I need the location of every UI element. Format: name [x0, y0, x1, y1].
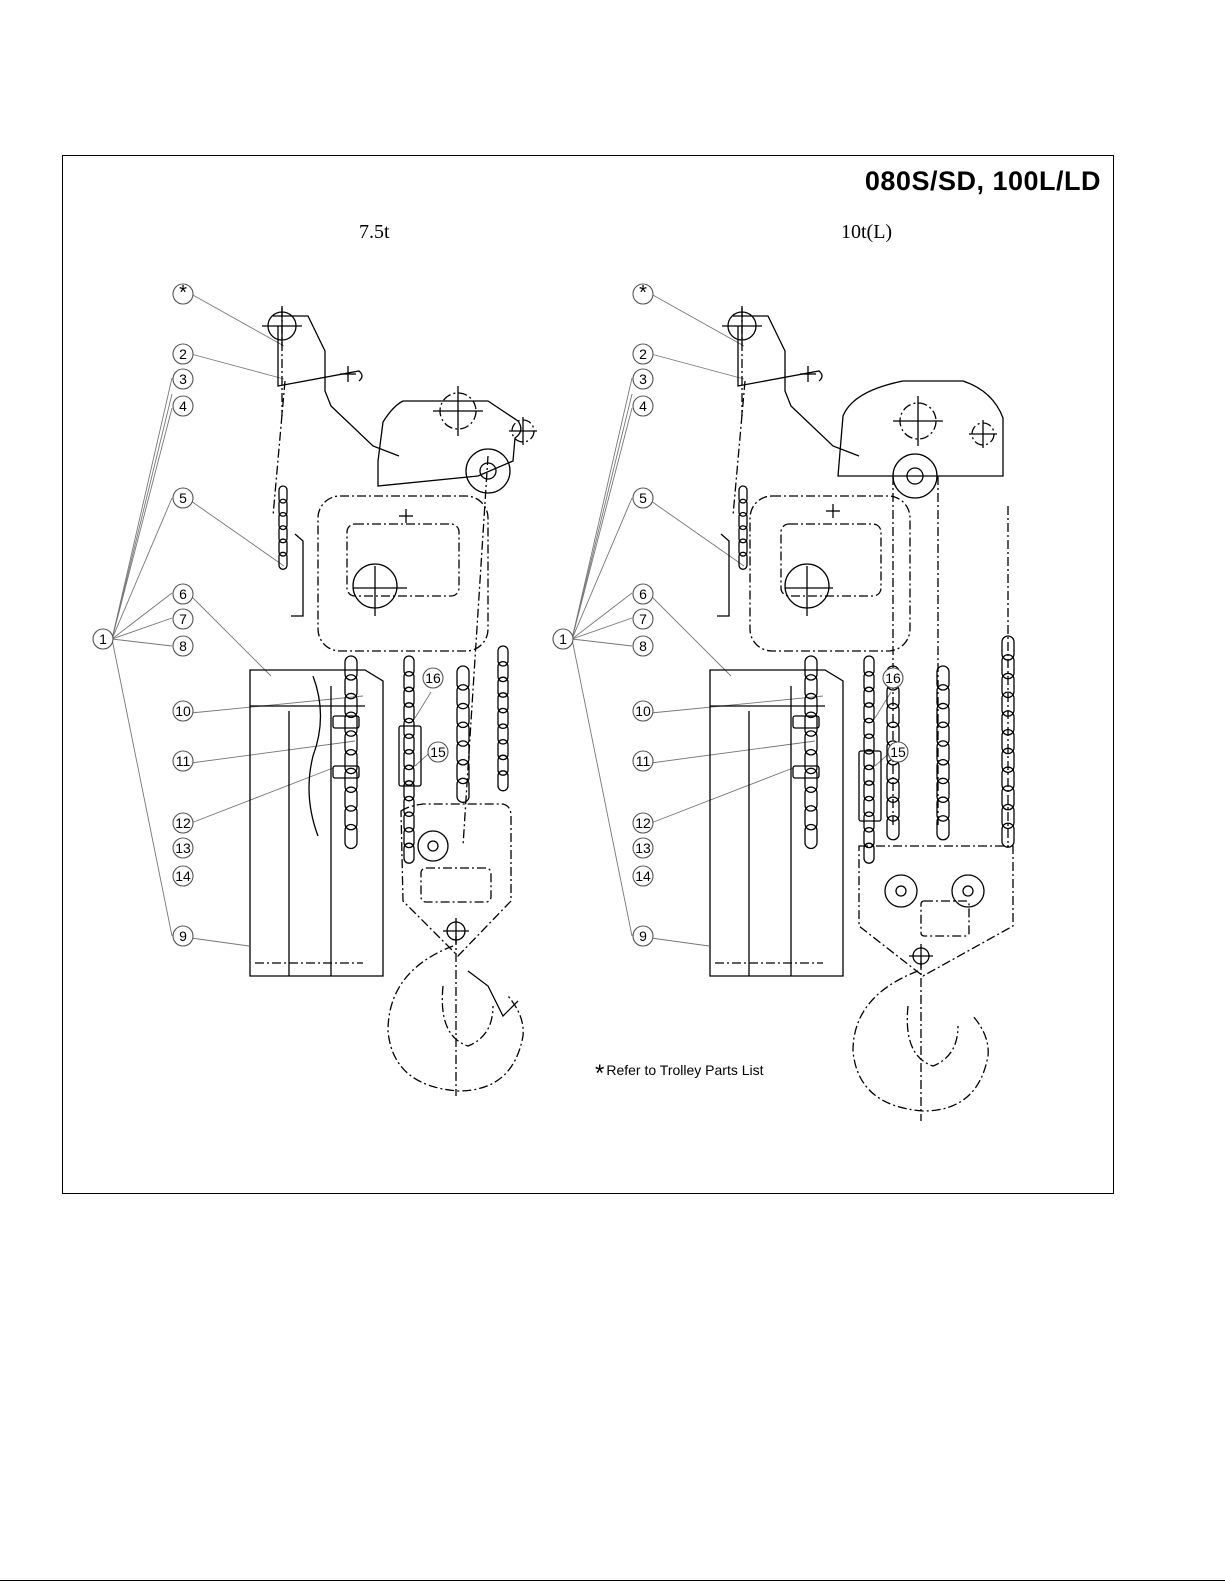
callout-5-label: 5: [179, 490, 187, 506]
callout-5-label: 5: [639, 490, 647, 506]
callout-13-label: 13: [635, 840, 651, 856]
diagram-frame: *23451678101112131491615 *23451678101112…: [62, 155, 1114, 1194]
callout-11-label: 11: [636, 753, 651, 769]
callout-9-label: 9: [639, 928, 647, 944]
callout-14-label: 14: [175, 868, 191, 884]
callout-3-label: 3: [179, 371, 187, 387]
model-label-7-5t: 7.5t: [359, 221, 390, 244]
asterisk-icon: *: [595, 1060, 604, 1087]
page-title: 080S/SD, 100L/LD: [865, 166, 1101, 197]
callout-4-label: 4: [639, 398, 647, 414]
hoist-parts-diagram: *23451678101112131491615 *23451678101112…: [63, 156, 1113, 1193]
callout-7-label: 7: [179, 611, 187, 627]
callout-3-label: 3: [639, 371, 647, 387]
callout-8-label: 8: [179, 638, 187, 654]
callout-6-label: 6: [179, 586, 187, 602]
callout-6-label: 6: [639, 586, 647, 602]
trolley-note: *Refer to Trolley Parts List: [595, 1060, 764, 1088]
callout-4-label: 4: [179, 398, 187, 414]
callout-15-label: 15: [430, 744, 446, 760]
model-label-10t: 10t(L): [841, 221, 892, 244]
callout-16-label: 16: [425, 670, 441, 686]
callout-10-label: 10: [635, 703, 651, 719]
callout-9-label: 9: [179, 928, 187, 944]
callout-asterisk-label: *: [179, 282, 187, 304]
callout-12-label: 12: [635, 815, 651, 831]
callout-14-label: 14: [635, 868, 651, 884]
callout-10-label: 10: [175, 703, 191, 719]
callout-2-label: 2: [179, 346, 187, 362]
callout-15-label: 15: [890, 744, 906, 760]
callout-16-label: 16: [885, 670, 901, 686]
callout-8-label: 8: [639, 638, 647, 654]
callout-11-label: 11: [176, 753, 191, 769]
page-bottom-rule: [0, 1580, 1225, 1581]
callout-2-label: 2: [639, 346, 647, 362]
callout-12-label: 12: [175, 815, 191, 831]
callout-asterisk-label: *: [639, 282, 647, 304]
callout-1-label: 1: [99, 631, 107, 647]
callout-1-label: 1: [559, 631, 567, 647]
callout-7-label: 7: [639, 611, 647, 627]
callout-13-label: 13: [175, 840, 191, 856]
trolley-note-text: Refer to Trolley Parts List: [606, 1062, 763, 1078]
